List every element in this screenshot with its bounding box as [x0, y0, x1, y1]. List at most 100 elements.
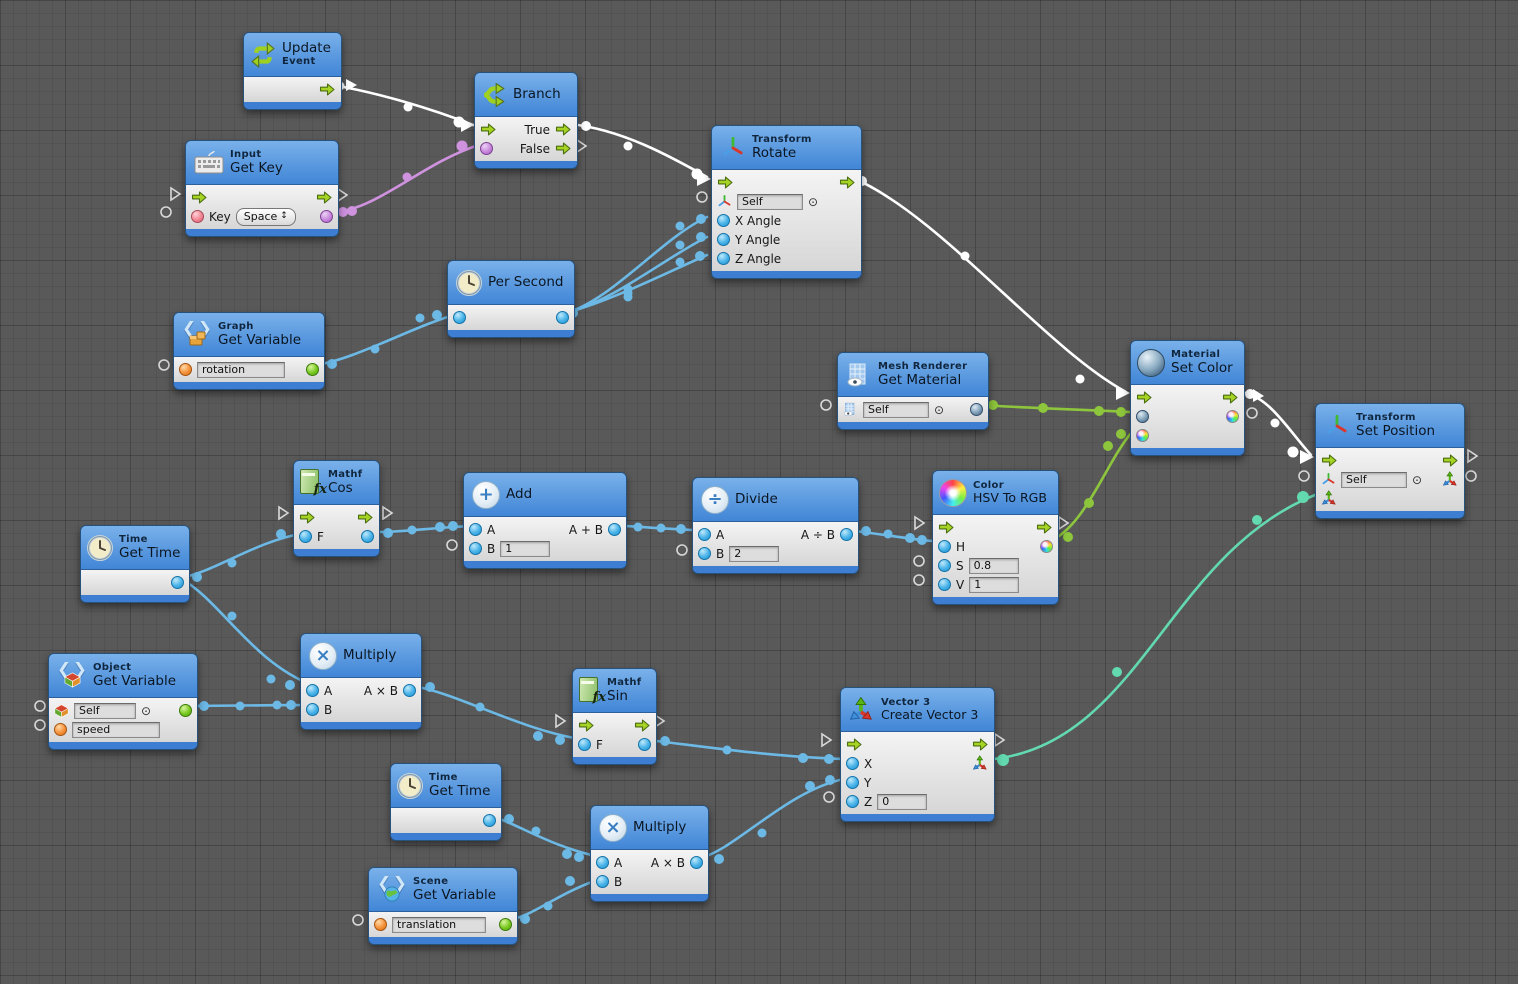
- renderer-in-port[interactable]: [843, 402, 858, 417]
- edge-sin-to-vector3-x[interactable]: [646, 736, 846, 764]
- flow-out-port[interactable]: [357, 511, 374, 524]
- condition-in-port[interactable]: [480, 142, 493, 155]
- s-in-port[interactable]: [938, 559, 951, 572]
- node-per-second[interactable]: Per Second: [447, 260, 575, 338]
- z-angle-port[interactable]: [717, 252, 730, 265]
- material-out-port[interactable]: [970, 403, 983, 416]
- flow-out-port[interactable]: [972, 738, 989, 751]
- object-in-port[interactable]: [54, 703, 69, 718]
- flow-in-port[interactable]: [717, 176, 734, 189]
- self-field[interactable]: Self: [737, 193, 803, 210]
- flow-in-port[interactable]: [938, 521, 955, 534]
- time-out-port[interactable]: [171, 576, 184, 589]
- sum-out-port[interactable]: [608, 523, 621, 536]
- position-in-port[interactable]: [1321, 490, 1338, 507]
- z-value-field[interactable]: 0: [877, 793, 928, 810]
- a-in-port[interactable]: [306, 684, 319, 697]
- a-in-port[interactable]: [596, 856, 609, 869]
- z-in-port[interactable]: [846, 795, 859, 808]
- node-object-get-variable[interactable]: ❮❯ Object Get Variable Self ⊙ speed: [48, 653, 198, 750]
- f-in-port[interactable]: [299, 530, 312, 543]
- node-multiply-1[interactable]: × Multiply A A × B B: [300, 633, 422, 730]
- key-in-port[interactable]: [191, 210, 204, 223]
- transform-in-port[interactable]: [1321, 472, 1336, 487]
- b-in-port[interactable]: [596, 875, 609, 888]
- edge-setcolor-to-setposition[interactable]: [1243, 389, 1314, 464]
- target-picker-icon[interactable]: ⊙: [1412, 472, 1423, 487]
- flow-in-port[interactable]: [299, 511, 316, 524]
- y-in-port[interactable]: [846, 776, 859, 789]
- target-picker-icon[interactable]: ⊙: [808, 194, 819, 209]
- edge-persecond-to-rotate-y[interactable]: [564, 232, 709, 315]
- node-get-time-2[interactable]: Time Get Time: [390, 763, 502, 841]
- x-in-port[interactable]: [846, 757, 859, 770]
- edge-getkey-to-branch-condition[interactable]: [333, 140, 481, 218]
- y-angle-port[interactable]: [717, 233, 730, 246]
- edge-update-to-branch[interactable]: [330, 79, 475, 132]
- edge-multiplyb-to-vector3-y[interactable]: [698, 775, 846, 864]
- result-out-port[interactable]: [361, 530, 374, 543]
- position-out-port[interactable]: [1442, 471, 1459, 488]
- b-in-port[interactable]: [698, 547, 711, 560]
- b-value-field[interactable]: 2: [729, 545, 780, 562]
- node-add[interactable]: + Add A A + B B 1: [463, 472, 627, 569]
- node-divide[interactable]: ÷ Divide A A ÷ B B 2: [692, 477, 859, 574]
- vector-out-port[interactable]: [972, 755, 989, 772]
- self-field[interactable]: Self: [863, 401, 929, 418]
- flow-out-port[interactable]: [839, 176, 856, 189]
- result-out-port[interactable]: [638, 738, 651, 751]
- node-multiply-2[interactable]: × Multiply A A × B B: [590, 805, 709, 902]
- edge-graphvar-to-persecond[interactable]: [313, 310, 460, 369]
- edge-gettime2-to-multiplyb-a[interactable]: [488, 814, 602, 862]
- edge-persecond-to-rotate-z[interactable]: [564, 251, 709, 315]
- node-get-material[interactable]: Mesh Renderer Get Material Self ⊙: [837, 352, 989, 430]
- edge-objectvar-to-multiply-b[interactable]: [186, 700, 314, 711]
- value-in-port[interactable]: [453, 311, 466, 324]
- value-out-port[interactable]: [556, 311, 569, 324]
- node-branch[interactable]: Branch True False: [474, 72, 578, 169]
- flow-in-port[interactable]: [191, 191, 208, 204]
- target-picker-icon[interactable]: ⊙: [141, 703, 152, 718]
- key-dropdown[interactable]: Space↕: [235, 207, 296, 226]
- b-in-port[interactable]: [469, 542, 482, 555]
- flow-out-port[interactable]: [316, 191, 333, 204]
- time-out-port[interactable]: [483, 814, 496, 827]
- v-value-field[interactable]: 1: [969, 576, 1020, 593]
- b-value-field[interactable]: 1: [500, 540, 551, 557]
- result-out-port[interactable]: [320, 210, 333, 223]
- flow-out-port[interactable]: [1222, 391, 1239, 404]
- edge-gettime1-to-cos[interactable]: [178, 529, 307, 582]
- edge-scenevar-to-multiplyb-b[interactable]: [506, 876, 602, 924]
- edge-hsv-to-setcolor-color[interactable]: [1046, 429, 1134, 544]
- node-set-color[interactable]: Material Set Color: [1130, 340, 1245, 456]
- target-picker-icon[interactable]: ⊙: [934, 402, 945, 417]
- edge-gettime1-to-multiply-a[interactable]: [178, 576, 314, 690]
- name-in-port[interactable]: [374, 918, 387, 931]
- flow-in-port[interactable]: [480, 123, 497, 136]
- true-out-port[interactable]: [555, 123, 572, 136]
- value-out-port[interactable]: [306, 363, 319, 376]
- edge-cos-to-add-a[interactable]: [363, 521, 476, 538]
- variable-name-field[interactable]: speed: [72, 721, 160, 738]
- edge-multiplya-to-sin-f[interactable]: [410, 682, 582, 745]
- flow-in-port[interactable]: [846, 738, 863, 751]
- node-cos[interactable]: fx Mathf Cos F: [293, 460, 380, 557]
- flow-in-port[interactable]: [1321, 454, 1338, 467]
- self-field[interactable]: Self: [1341, 471, 1407, 488]
- flow-out-port[interactable]: [1036, 521, 1053, 534]
- color-in-port[interactable]: [1136, 429, 1149, 442]
- node-get-key[interactable]: Input Get Key Key Space↕: [185, 140, 339, 237]
- self-field[interactable]: Self: [74, 702, 136, 719]
- edge-persecond-to-rotate-x[interactable]: [564, 214, 709, 318]
- h-in-port[interactable]: [938, 540, 951, 553]
- node-scene-get-variable[interactable]: ❮❯ Scene Get Variable translation: [368, 867, 518, 945]
- product-out-port[interactable]: [403, 684, 416, 697]
- false-out-port[interactable]: [555, 142, 572, 155]
- edge-branch-true-to-rotate[interactable]: [576, 121, 711, 186]
- variable-name-field[interactable]: translation: [392, 916, 486, 933]
- s-value-field[interactable]: 0.8: [968, 557, 1019, 574]
- flow-out-port[interactable]: [1442, 454, 1459, 467]
- f-in-port[interactable]: [578, 738, 591, 751]
- product-out-port[interactable]: [690, 856, 703, 869]
- node-set-position[interactable]: Transform Set Position Self ⊙: [1315, 403, 1465, 519]
